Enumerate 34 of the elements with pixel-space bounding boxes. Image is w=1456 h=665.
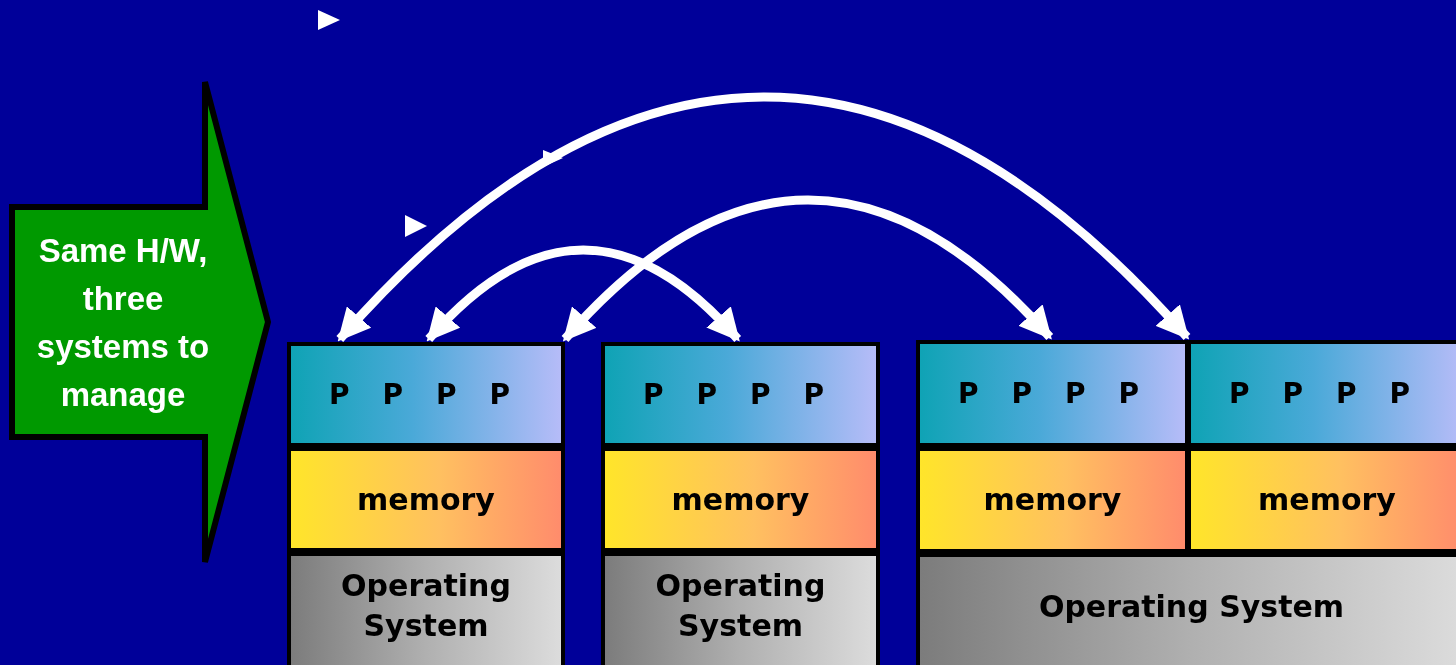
memory-label: memory (983, 481, 1122, 519)
processor-bar (601, 342, 880, 447)
curved-double-arrow (561, 195, 1053, 343)
processor-label: P (382, 376, 404, 413)
curved-double-arrow (336, 92, 1191, 343)
processor-label: P (489, 376, 511, 413)
processor-label: P (329, 376, 350, 413)
processor-label: P (803, 376, 825, 413)
os-label: Operating System (340, 567, 512, 645)
processor-bar (916, 340, 1189, 447)
operating-system-bar (916, 553, 1456, 665)
processor-label: P (696, 376, 718, 413)
processor-label: P (1389, 375, 1411, 412)
processor-bar (287, 342, 565, 447)
operating-system-bar (601, 552, 880, 665)
os-label: Operating System (654, 567, 827, 645)
processor-label: P (958, 375, 979, 412)
processor-bar (1187, 340, 1456, 447)
processor-label: P (1065, 375, 1086, 412)
operating-system-bar (287, 552, 565, 665)
processor-label: P (643, 376, 664, 413)
os-label: Operating System (1038, 588, 1345, 626)
memory-label: memory (357, 480, 495, 519)
curved-double-arrow (425, 245, 741, 343)
arrow-label: Same H/W, three systems to manage (35, 231, 211, 415)
processor-label: P (1336, 375, 1357, 412)
processor-label: P (1282, 375, 1304, 412)
processor-label: P (436, 376, 457, 413)
processor-label: P (1118, 375, 1140, 412)
processor-label: P (1011, 375, 1033, 412)
processor-label: P (1229, 375, 1250, 412)
memory-label: memory (1258, 481, 1396, 519)
memory-label: memory (671, 480, 810, 519)
processor-label: P (750, 376, 771, 413)
